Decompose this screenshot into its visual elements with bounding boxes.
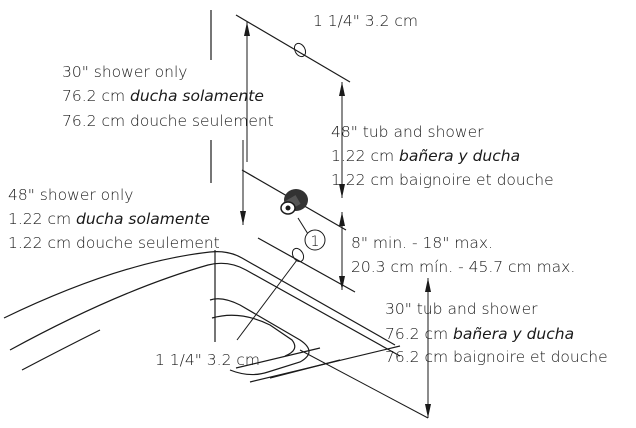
- shower30-line1: 30" shower only: [62, 63, 187, 81]
- valve-height-line1: 8" min. - 18" max.: [351, 234, 493, 252]
- tub30-line3: 76.2 cm baignoire et douche: [385, 348, 608, 366]
- valve-icon: [280, 189, 308, 215]
- spout-wall-line: [257, 237, 356, 293]
- shower-outlet-icon: [293, 42, 307, 58]
- tub30-arrow-top: [425, 278, 431, 292]
- floor-reference-line: [299, 349, 429, 419]
- tub48-arrow-bottom: [339, 184, 345, 198]
- tub30-line1: 30" tub and shower: [385, 300, 538, 318]
- tub48-arrow-top: [339, 82, 345, 96]
- tub48-line1: 48" tub and shower: [331, 123, 484, 141]
- shower30-line2: 76.2 cm ducha solamente: [62, 87, 264, 105]
- pipe-size-label-top: 1 1/4" 3.2 cm: [313, 12, 418, 30]
- tub30-line2: 76.2 cm bañera y ducha: [385, 325, 574, 343]
- callout-number: 1: [311, 234, 320, 250]
- tub30-line2-spanish: bañera y ducha: [453, 325, 574, 343]
- shower48-label: 48" shower only 1.22 cm ducha solamente …: [8, 186, 220, 252]
- tub30-line2-metric: 76.2 cm: [385, 325, 453, 343]
- tub48-line3: 1.22 cm baignoire et douche: [331, 171, 554, 189]
- callout-circle: [304, 229, 326, 251]
- shower48-line2-metric: 1.22 cm: [8, 210, 76, 228]
- shower30-line2-metric: 76.2 cm: [62, 87, 130, 105]
- valve-height-arrow-bottom: [339, 276, 345, 290]
- tub48-label: 48" tub and shower 1.22 cm bañera y duch…: [331, 123, 554, 189]
- bathtub-outline: [3, 251, 401, 383]
- valve-height-arrow-top: [339, 212, 345, 226]
- valve-height-line2: 20.3 cm mín. - 45.7 cm max.: [351, 258, 575, 276]
- shower30-label: 30" shower only 76.2 cm ducha solamente …: [62, 63, 274, 130]
- shower48-arrow-bottom: [240, 211, 246, 225]
- tub48-line2: 1.22 cm bañera y ducha: [331, 147, 520, 165]
- shower30-arrow-top: [244, 22, 250, 36]
- shower48-line2: 1.22 cm ducha solamente: [8, 210, 210, 228]
- tub-spout-outlet-icon: [291, 247, 305, 263]
- shower-arm-line: [235, 14, 351, 83]
- tub48-line2-spanish: bañera y ducha: [399, 147, 520, 165]
- callout-leader: [297, 217, 309, 235]
- tub30-arrow-bottom: [425, 404, 431, 418]
- shower48-line3: 1.22 cm douche seulement: [8, 234, 220, 252]
- shower48-line2-spanish: ducha solamente: [76, 210, 210, 228]
- bottom-pipe-leader: [236, 259, 298, 341]
- pipe-size-label-bottom: 1 1/4" 3.2 cm: [155, 351, 260, 369]
- shower30-line3: 76.2 cm douche seulement: [62, 112, 274, 130]
- tub48-line2-metric: 1.22 cm: [331, 147, 399, 165]
- valve-height-label: 8" min. - 18" max. 20.3 cm mín. - 45.7 c…: [351, 234, 575, 276]
- shower30-line2-spanish: ducha solamente: [130, 87, 264, 105]
- tub30-label: 30" tub and shower 76.2 cm bañera y duch…: [385, 300, 608, 366]
- shower48-line1: 48" shower only: [8, 186, 133, 204]
